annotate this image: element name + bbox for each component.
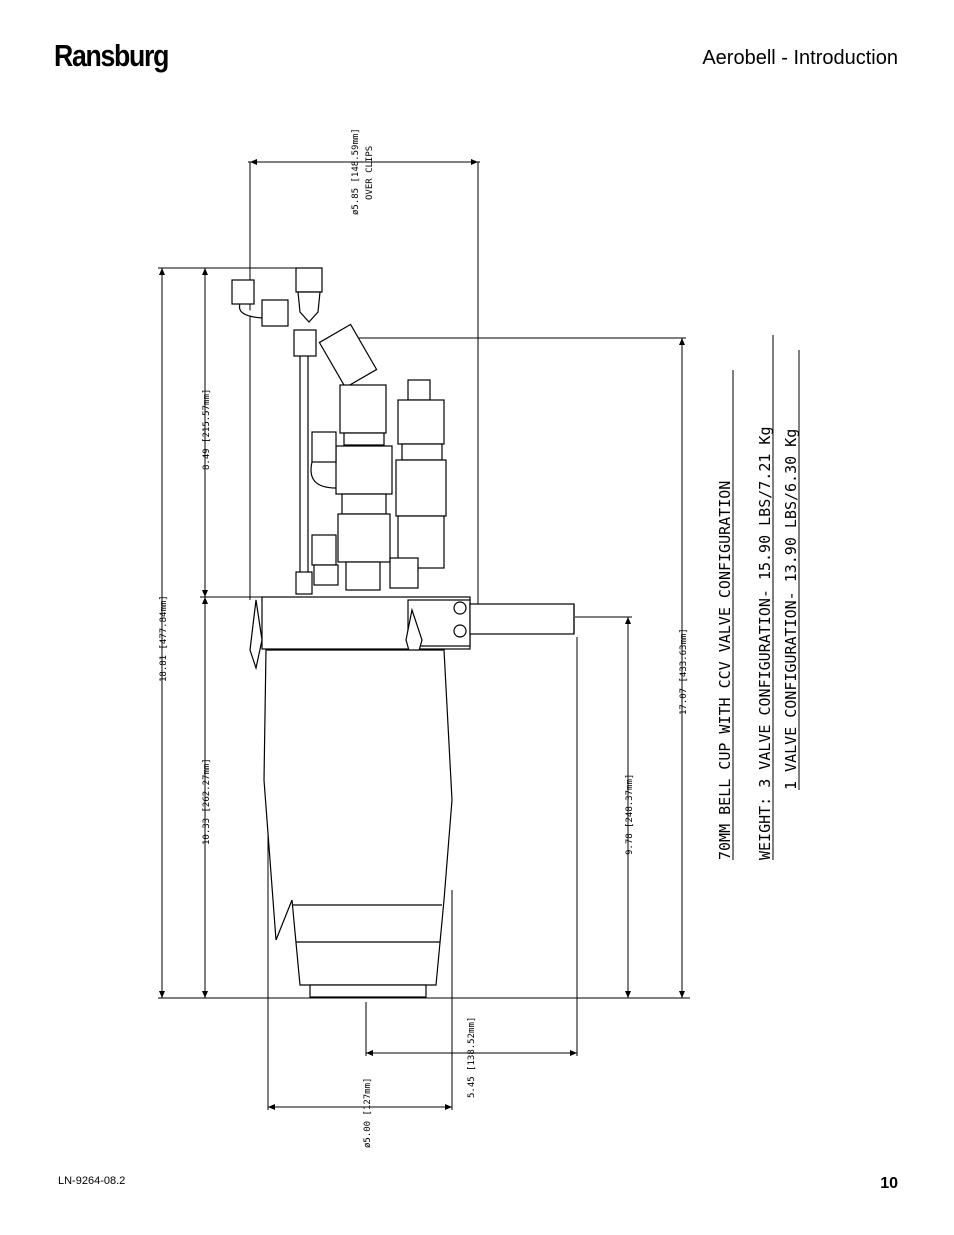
note-line-2: WEIGHT: 3 VALVE CONFIGURATION- 15.90 LBS… [756,427,774,860]
page-number: 10 [880,1175,898,1192]
note-line-3: 1 VALVE CONFIGURATION- 13.90 LBS/6.30 Kg [782,429,800,790]
upper-height-dimension: 8.49 [215.57mm] [202,389,212,470]
over-clips-diameter: ø5.85 [148.59mm] [351,128,361,215]
body-diameter-dimension: ø5.00 [127mm] [363,1078,373,1148]
note-line-1: 70MM BELL CUP WITH CCV VALVE CONFIGURATI… [716,481,734,860]
right-height-dimension: 17.07 [433.63mm] [679,628,689,715]
lower-height-dimension: 10.33 [262.27mm] [202,758,212,845]
offset-width-dimension: 5.45 [138.52mm] [467,1017,477,1098]
section-title: Aerobell - Introduction [702,47,898,69]
overall-height-dimension: 18.81 [477.84mm] [159,595,169,682]
brand-logo: Ransburg [54,38,169,73]
shaft-height-dimension: 9.78 [248.37mm] [625,774,635,855]
over-clips-label: OVER CLIPS [365,146,375,200]
document-number: LN-9264-08.2 [58,1175,126,1187]
applicator-body [231,267,575,998]
